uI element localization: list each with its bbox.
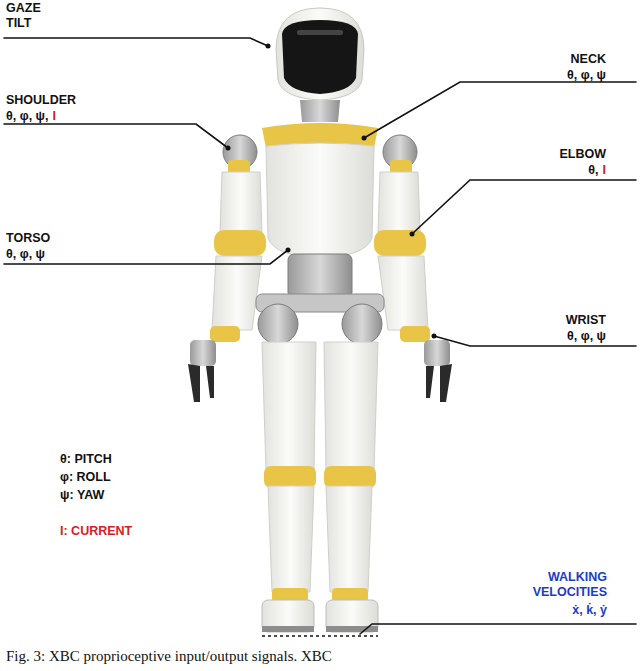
signal-label: TORSO — [6, 231, 50, 246]
signal-label: ẋ, k̇, ẏ — [572, 603, 607, 618]
leader-lines — [4, 38, 636, 634]
signal-label: θ, φ, ψ — [567, 329, 606, 344]
signal-label: θ, φ, ψ — [567, 68, 606, 83]
signal-label: SHOULDER — [6, 93, 76, 108]
signal-label: θ: PITCH — [60, 452, 112, 467]
signal-label: WALKING VELOCITIES — [497, 570, 607, 600]
signal-label: φ: ROLL — [60, 470, 111, 485]
signal-label: WRIST — [566, 313, 606, 328]
signal-label: GAZE TILT — [6, 1, 52, 31]
signal-label: ELBOW — [559, 147, 606, 162]
signal-label: ψ: YAW — [60, 488, 104, 503]
figure-caption: Fig. 3: XBC proprioceptive input/output … — [6, 647, 332, 665]
signal-label: θ, φ, ψ, — [6, 109, 48, 124]
signal-label: I — [603, 163, 606, 178]
signal-label: θ, φ, ψ — [6, 247, 45, 262]
signal-label: I: CURRENT — [60, 524, 132, 539]
signal-label: I — [52, 109, 55, 124]
signal-label: NECK — [571, 52, 606, 67]
signal-label: θ, — [588, 163, 598, 178]
